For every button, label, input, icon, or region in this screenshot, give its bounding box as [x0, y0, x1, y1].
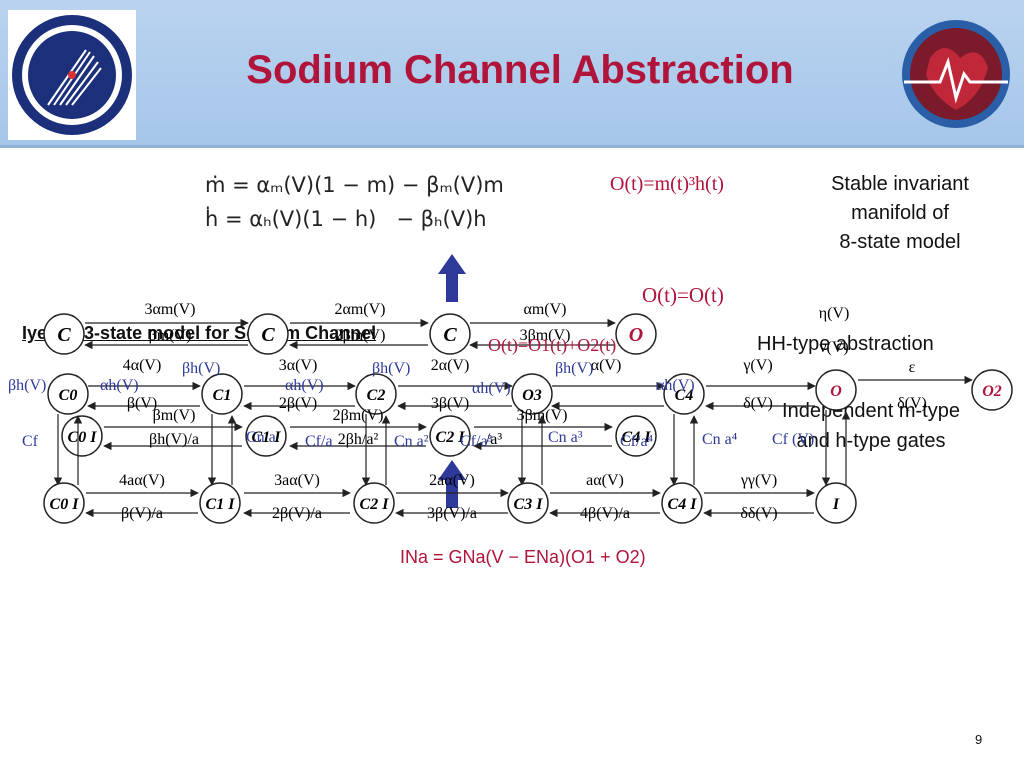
- rate-label: 3βm(V): [520, 327, 571, 344]
- rate-label: δ(V): [897, 395, 927, 412]
- rate-label: 4aα(V): [119, 472, 165, 489]
- state-label: C2: [367, 387, 386, 404]
- h-equation: ḣ = αₕ(V)(1 − h) − βₕ(V)h: [205, 207, 487, 231]
- state-label: C2 I: [436, 429, 466, 446]
- open-probability-mid: O(t)=O1(t)+O2(t): [488, 335, 616, 356]
- rate-label: β(V): [127, 395, 157, 412]
- rate-label: 2β(V): [279, 395, 317, 412]
- open-probability-8state: O(t)=O(t): [642, 283, 724, 307]
- state-label: C4 I: [622, 429, 652, 446]
- hh-equations: ṁ = αₘ(V)(1 − m) − βₘ(V)m ḣ = αₕ(V)(1 − …: [205, 168, 504, 236]
- rate-label: Cn a⁴: [702, 431, 738, 448]
- rate-label: δ(V): [743, 395, 773, 412]
- rate-label: aα(V): [586, 472, 624, 489]
- header-banner: Sodium Channel Abstraction: [0, 0, 1024, 148]
- state-label: C3 I: [514, 496, 544, 513]
- stony-brook-logo: [8, 10, 136, 140]
- mid-row: C0 C1 C2 O3 C4 O O2 4α(V) 3α(V) 2α(V) α(…: [47, 305, 1013, 415]
- inact-row: C0 I C1 I C2 I C4 I βm(V) 2βm(V) 3βm(V) …: [22, 407, 814, 457]
- rate-label: ν(V): [819, 339, 848, 356]
- rate-label: 4β(V)/a: [580, 505, 630, 522]
- m-equation: ṁ = αₘ(V)(1 − m) − βₘ(V)m: [205, 173, 504, 197]
- rate-label: Cn a³: [548, 429, 583, 446]
- rate-label: 2α(V): [431, 357, 470, 374]
- state-label: C2 I: [360, 496, 390, 513]
- state-c-top-2: [247, 313, 289, 355]
- rate-label: Cn a²: [394, 433, 429, 450]
- state-label: C: [57, 324, 71, 346]
- sodium-current-equation: INa = GNa(V − ENa)(O1 + O2): [400, 547, 646, 567]
- bottom-row: C0 I C1 I C2 I C3 I C4 I I 4aα(V) 3aα(V)…: [43, 472, 857, 524]
- state-label: C0 I: [68, 429, 98, 446]
- state-label: O: [629, 324, 643, 346]
- state-label: O: [830, 383, 842, 400]
- state-label: C0 I: [50, 496, 80, 513]
- rate-label: 3β(V): [431, 395, 469, 412]
- rate-label: β(V)/a: [121, 505, 163, 522]
- rate-label: 3aα(V): [274, 472, 320, 489]
- svg-text:αh(V): αh(V): [472, 380, 511, 397]
- rate-label: 3αm(V): [144, 301, 195, 318]
- state-label: I: [832, 496, 840, 513]
- rate-label: 2βh/a²: [338, 431, 379, 448]
- rate-label: Cf/a: [305, 433, 333, 450]
- hh-abstraction-label: HH-type abstraction: [757, 333, 934, 355]
- rate-label: η(V): [819, 305, 850, 322]
- rate-label: 2βm(V): [335, 327, 386, 344]
- state-label: C: [443, 324, 457, 346]
- state-label: C4: [675, 387, 694, 404]
- rate-label: γγ(V): [740, 472, 777, 489]
- rate-label: 4α(V): [123, 357, 162, 374]
- rate-label: /a³: [486, 431, 503, 448]
- rate-label: 2βm(V): [333, 407, 384, 424]
- rate-label: Cn a: [246, 429, 276, 446]
- svg-text:αh(V): αh(V): [100, 377, 139, 394]
- state-label: C0: [59, 387, 78, 404]
- slide-title: Sodium Channel Abstraction: [246, 48, 794, 92]
- rate-label: γ(V): [742, 357, 772, 374]
- rate-label: 3β(V)/a: [427, 505, 477, 522]
- state-label: C4 I: [668, 496, 698, 513]
- svg-text:βh(V): βh(V): [8, 377, 46, 394]
- rate-label: 3α(V): [279, 357, 318, 374]
- rate-label: α(V): [591, 357, 622, 374]
- state-label: O3: [522, 387, 542, 404]
- svg-text:βh(V): βh(V): [372, 360, 410, 377]
- rate-label: Cf/a⁴: [620, 433, 654, 450]
- state-label: C1: [213, 387, 232, 404]
- rate-label: αm(V): [523, 301, 566, 318]
- rate-label: Cf/a³: [460, 433, 493, 450]
- svg-text:βh(V): βh(V): [555, 360, 593, 377]
- top-row: C C C O 3αm(V) 2αm(V) αm(V) βm(V) 2βm(V)…: [43, 301, 657, 356]
- rate-label: 2β(V)/a: [272, 505, 322, 522]
- svg-text:βh(V): βh(V): [182, 360, 220, 377]
- rate-label: 2αm(V): [334, 301, 385, 318]
- state-o-top: [615, 313, 657, 355]
- open-probability-hh: O(t)=m(t)³h(t): [610, 173, 724, 195]
- state-c-top-3: [429, 313, 471, 355]
- rate-label: Cf: [22, 433, 39, 450]
- rate-label: βh(V)/a: [149, 431, 199, 448]
- rate-label: βm(V): [153, 407, 196, 424]
- up-arrow-top-icon: [438, 254, 466, 302]
- heart-ecg-icon: [902, 20, 1010, 128]
- rate-label: ε: [909, 359, 916, 376]
- rate-label: 2aα(V): [429, 472, 475, 489]
- state-label: C1 I: [252, 429, 282, 446]
- svg-text:αh(V): αh(V): [285, 377, 324, 394]
- vertical-connectors: [53, 410, 851, 486]
- state-label: O2: [982, 383, 1002, 400]
- state-c-top-1: [43, 313, 85, 355]
- state-label: C1 I: [206, 496, 236, 513]
- svg-text:αh(V): αh(V): [656, 377, 695, 394]
- state-label: C: [261, 324, 275, 346]
- rate-label: Cf (V): [772, 431, 814, 448]
- vertical-rate-labels: βh(V) αh(V) βh(V) αh(V) βh(V) αh(V) βh(V…: [8, 360, 695, 397]
- stable-manifold-note: Stable invariant manifold of 8-state mod…: [831, 173, 969, 253]
- rate-label: δδ(V): [740, 505, 777, 522]
- rate-label: βm(V): [149, 327, 192, 344]
- page-number: 9: [975, 732, 983, 747]
